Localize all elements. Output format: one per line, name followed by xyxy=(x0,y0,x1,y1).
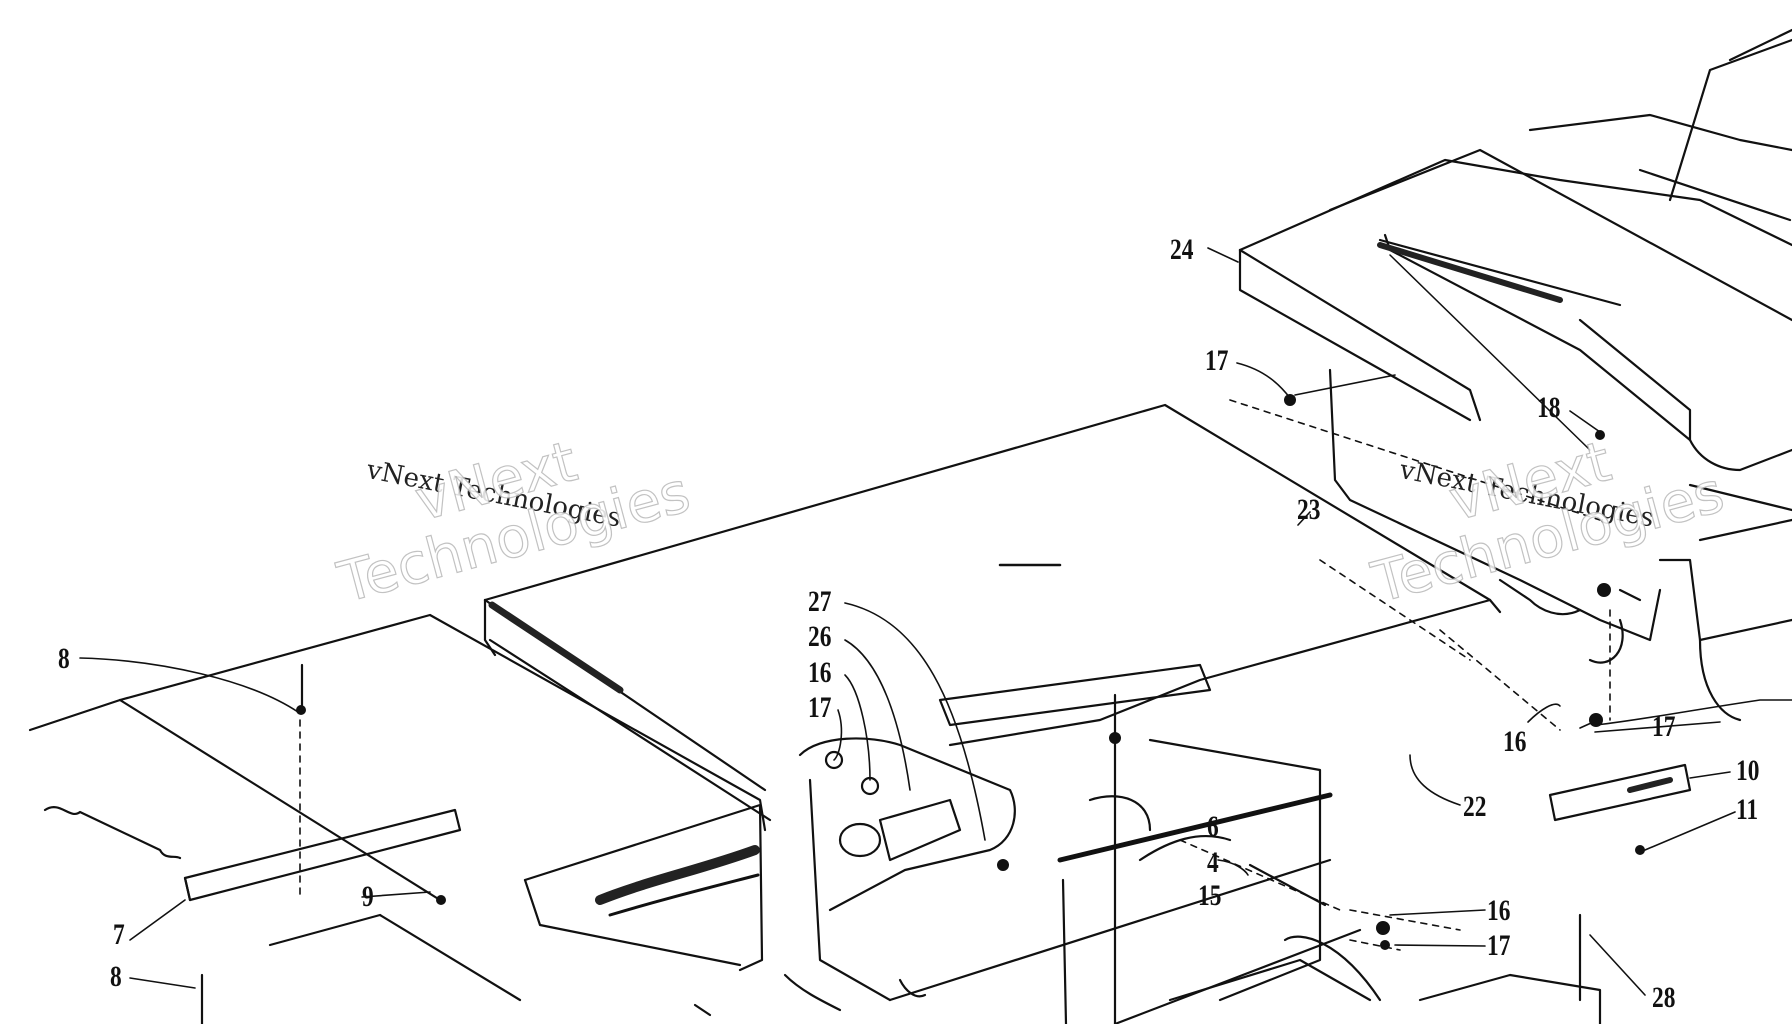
callout-6: 6 xyxy=(1207,810,1219,843)
rail-part-7 xyxy=(183,808,462,902)
left-panel xyxy=(28,613,767,1002)
callout-27: 27 xyxy=(808,585,832,618)
callout-8: 8 xyxy=(58,642,70,675)
callout-15: 15 xyxy=(1198,879,1222,912)
callout-17: 17 xyxy=(808,691,832,724)
side-bracket xyxy=(938,663,1602,1024)
main-panel xyxy=(483,403,1502,822)
callout-17: 17 xyxy=(1487,929,1511,962)
leader-lines xyxy=(79,247,1792,996)
callout-23: 23 xyxy=(1297,493,1321,526)
callout-22: 22 xyxy=(1463,790,1487,823)
callout-17: 17 xyxy=(1652,710,1676,743)
callout-4: 4 xyxy=(1207,846,1219,879)
center-lines xyxy=(299,399,1611,1001)
callout-11: 11 xyxy=(1736,793,1759,826)
callout-16: 16 xyxy=(1503,725,1527,758)
rear-frame xyxy=(1238,28,1792,722)
plate-part-10 xyxy=(1548,763,1692,822)
callout-10: 10 xyxy=(1736,754,1760,787)
hinge-bracket xyxy=(798,737,1332,1002)
callout-9: 9 xyxy=(362,880,374,913)
fasteners xyxy=(296,394,1645,950)
callout-18: 18 xyxy=(1537,391,1561,424)
bolts xyxy=(200,663,1582,1024)
callout-17: 17 xyxy=(1205,344,1229,377)
callout-24: 24 xyxy=(1170,233,1194,266)
callout-7: 7 xyxy=(113,918,125,951)
callout-16: 16 xyxy=(1487,894,1511,927)
callout-26: 26 xyxy=(808,620,832,653)
callout-16: 16 xyxy=(808,656,832,689)
callout-28: 28 xyxy=(1652,981,1676,1014)
callout-8: 8 xyxy=(110,960,122,993)
